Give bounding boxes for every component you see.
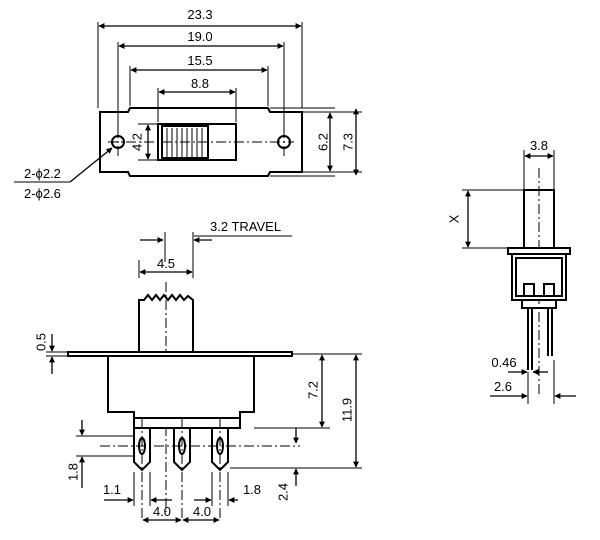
dim-7-2-label: 7.2 bbox=[305, 381, 320, 399]
dim-2-4-label: 2.4 bbox=[275, 483, 290, 501]
travel-label: 3.2 TRAVEL bbox=[210, 219, 281, 234]
front-view: 3.2 TRAVEL 4.5 bbox=[33, 219, 362, 523]
dim-4-0-b-label: 4.0 bbox=[193, 504, 211, 519]
side-view-body bbox=[511, 253, 567, 301]
dim-1-8-left-label: 1.8 bbox=[65, 463, 80, 481]
dim-15-5-label: 15.5 bbox=[187, 53, 212, 68]
dim-3-8-label: 3.8 bbox=[530, 138, 548, 153]
front-view-base bbox=[133, 417, 241, 429]
dim-4-2-label: 4.2 bbox=[129, 133, 144, 151]
dim-7-3-label: 7.3 bbox=[340, 133, 355, 151]
dim-0-46-label: 0.46 bbox=[491, 355, 516, 370]
front-view-body bbox=[107, 355, 255, 419]
dim-1-8-bottom-label: 1.8 bbox=[243, 482, 261, 497]
dim-1-1-label: 1.1 bbox=[103, 482, 121, 497]
dim-4-0-a-label: 4.0 bbox=[153, 504, 171, 519]
dim-11-9-label: 11.9 bbox=[339, 398, 354, 422]
dim-4-5-label: 4.5 bbox=[157, 256, 175, 271]
top-view: 23.3 19.0 15.5 8.8 6.2 7.3 4.2 2-ϕ2.2 2-… bbox=[14, 7, 362, 201]
side-view: 3.8 X 0.46 2.6 bbox=[446, 138, 576, 404]
dim-0-5-label: 0.5 bbox=[33, 333, 48, 351]
dim-23-3-label: 23.3 bbox=[187, 7, 212, 22]
dim-6-2-label: 6.2 bbox=[315, 133, 330, 151]
hole-note-line-2: 2-ϕ2.6 bbox=[24, 186, 61, 201]
dim-8-8-label: 8.8 bbox=[191, 76, 209, 91]
dim-19-0-label: 19.0 bbox=[187, 29, 212, 44]
dim-x-label: X bbox=[446, 214, 461, 223]
dim-2-6-label: 2.6 bbox=[494, 379, 512, 394]
hole-note-line-1: 2-ϕ2.2 bbox=[24, 166, 61, 181]
